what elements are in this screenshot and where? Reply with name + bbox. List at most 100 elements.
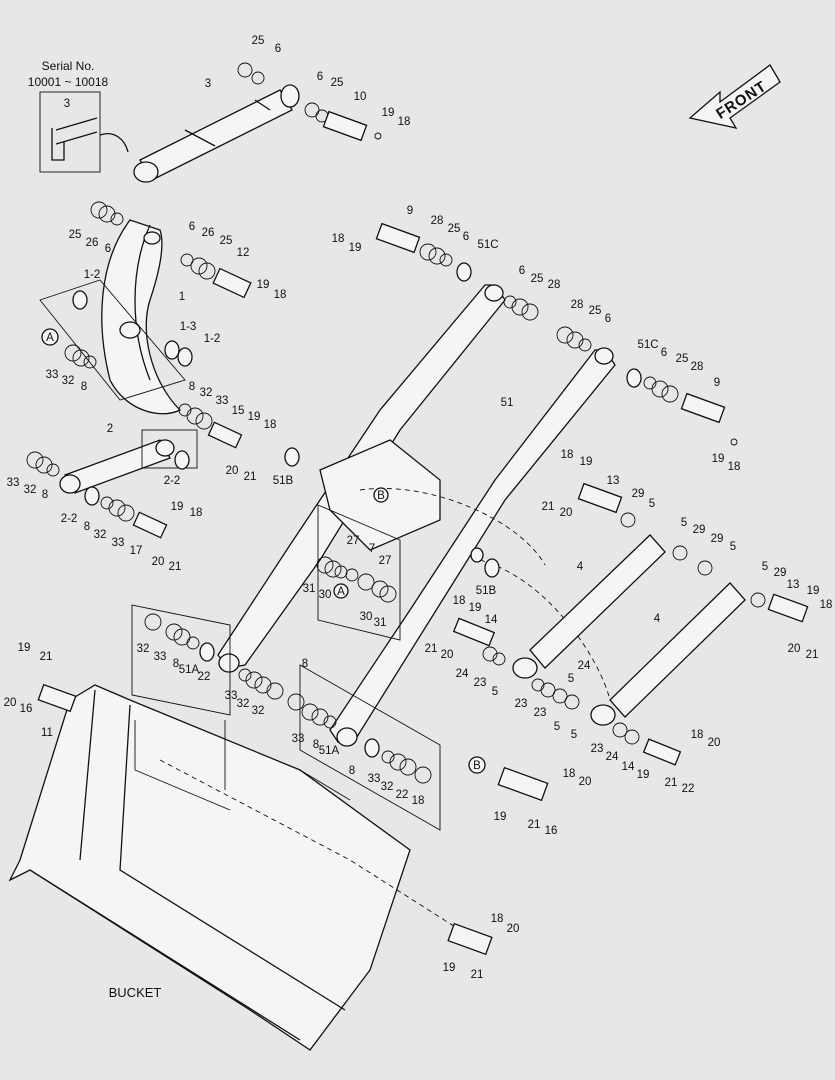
callout-24: 24: [578, 660, 591, 672]
serial-inset: Serial No. 10001 ~ 10018 3: [28, 59, 129, 173]
callout-15: 15: [232, 405, 245, 417]
callout-19: 19: [382, 107, 395, 119]
callout-8: 8: [313, 739, 319, 751]
callout-20: 20: [708, 737, 721, 749]
callout-13: 13: [787, 579, 800, 591]
callout-9: 9: [407, 205, 413, 217]
callout-6: 6: [661, 347, 667, 359]
callout-28: 28: [691, 361, 704, 373]
callout-5: 5: [730, 541, 736, 553]
callout-12: 12: [237, 247, 250, 259]
callout-7: 7: [369, 543, 375, 555]
inset-frame: [39, 91, 101, 173]
serial-range: 10001 ~ 10018: [28, 75, 109, 89]
marker-a: A: [337, 586, 345, 598]
bellcrank-1: [101, 219, 182, 415]
callout-23: 23: [534, 707, 547, 719]
callout-32: 32: [24, 484, 37, 496]
callout-29: 29: [774, 567, 787, 579]
callout-21: 21: [806, 649, 819, 661]
callout-32: 32: [200, 387, 213, 399]
callout-31: 31: [303, 583, 316, 595]
callout-19: 19: [494, 811, 507, 823]
callout-18: 18: [332, 233, 345, 245]
callout-8: 8: [189, 381, 195, 393]
callout-27: 27: [347, 535, 360, 547]
callout-8: 8: [81, 381, 87, 393]
marker-b: B: [473, 760, 481, 772]
callout-18: 18: [728, 461, 741, 473]
callout-1-3: 1-3: [180, 321, 197, 333]
callout-21: 21: [425, 643, 438, 655]
callout-18: 18: [691, 729, 704, 741]
callout-23: 23: [591, 743, 604, 755]
callout-27: 27: [379, 555, 392, 567]
callout-19: 19: [469, 602, 482, 614]
bucket: [8, 684, 461, 1051]
callout-33: 33: [225, 690, 238, 702]
callout-19: 19: [171, 501, 184, 513]
marker-b: B: [377, 490, 385, 502]
callout-6: 6: [105, 243, 111, 255]
inset-arrow: [99, 133, 129, 153]
callout-20: 20: [152, 556, 165, 568]
callout-2: 2: [107, 423, 113, 435]
callout-32: 32: [252, 705, 265, 717]
hardware: [26, 62, 809, 956]
callout-6: 6: [605, 313, 611, 325]
callout-30: 30: [360, 611, 373, 623]
callout-20: 20: [507, 923, 520, 935]
callout-30: 30: [319, 589, 332, 601]
callout-8: 8: [42, 489, 48, 501]
callout-32: 32: [381, 781, 394, 793]
callout-14: 14: [622, 761, 635, 773]
callout-33: 33: [368, 773, 381, 785]
callout-29: 29: [632, 488, 645, 500]
callout-20: 20: [4, 697, 17, 709]
callout-6: 6: [275, 43, 281, 55]
callout-28: 28: [571, 299, 584, 311]
callout-6: 6: [519, 265, 525, 277]
callout-22: 22: [682, 783, 695, 795]
callout-3-inset: 3: [64, 98, 70, 110]
callout-33: 33: [46, 369, 59, 381]
callout-24: 24: [606, 751, 619, 763]
callout-18: 18: [398, 116, 411, 128]
callout-29: 29: [711, 533, 724, 545]
tilt-cylinder-3: [133, 84, 300, 183]
callout-22: 22: [396, 789, 409, 801]
callout-5: 5: [554, 721, 560, 733]
callout-5: 5: [649, 498, 655, 510]
callout-18: 18: [264, 419, 277, 431]
callout-5: 5: [762, 561, 768, 573]
callout-25: 25: [69, 229, 82, 241]
callout-20: 20: [579, 776, 592, 788]
callout-23: 23: [515, 698, 528, 710]
callout-6: 6: [463, 231, 469, 243]
callout-51C: 51C: [477, 239, 498, 251]
callout-1: 1: [179, 291, 185, 303]
callout-33: 33: [154, 651, 167, 663]
callout-25: 25: [331, 77, 344, 89]
inset-bracket: [51, 117, 98, 161]
callout-18: 18: [453, 595, 466, 607]
callout-4: 4: [577, 561, 584, 573]
callout-2-2: 2-2: [61, 513, 78, 525]
callout-19: 19: [349, 242, 362, 254]
callout-24: 24: [456, 668, 469, 680]
callout-32: 32: [137, 643, 150, 655]
callout-51C: 51C: [637, 339, 658, 351]
callout-20: 20: [788, 643, 801, 655]
callout-18: 18: [412, 795, 425, 807]
bucket-label: BUCKET: [109, 985, 162, 1000]
callout-22: 22: [198, 671, 211, 683]
callout-51A: 51A: [319, 745, 340, 757]
callout-21: 21: [244, 471, 257, 483]
callout-5: 5: [568, 673, 574, 685]
callout-5: 5: [492, 686, 498, 698]
boom-51: [217, 284, 616, 747]
callout-16: 16: [20, 703, 33, 715]
front-arrow: FRONT: [688, 64, 781, 129]
